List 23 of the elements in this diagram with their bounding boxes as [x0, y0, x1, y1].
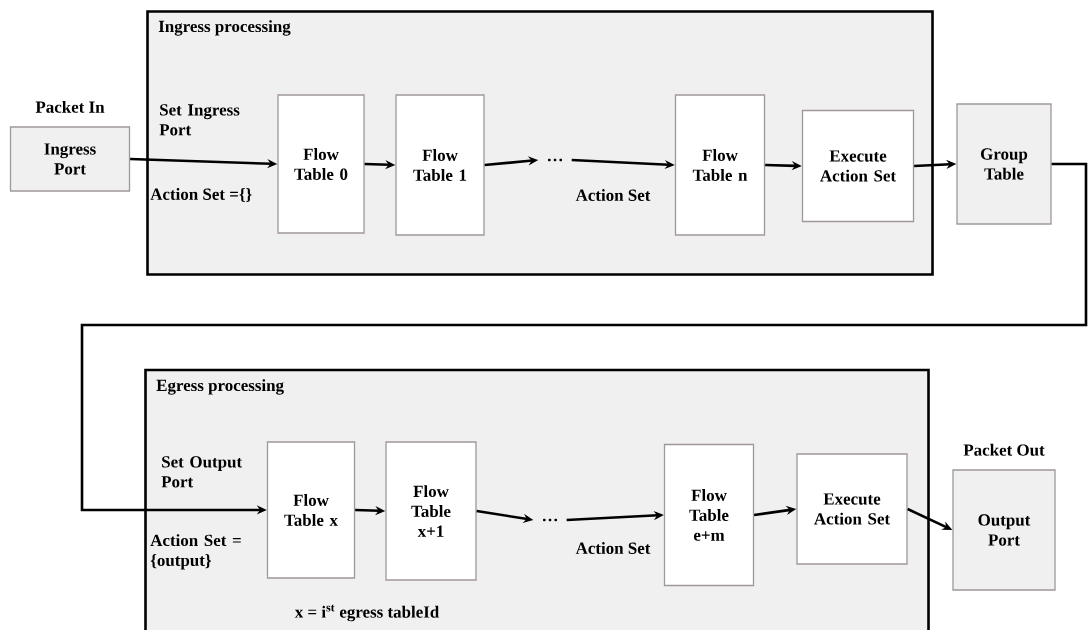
note-text: Set Output Port: [161, 456, 243, 488]
ellipsis: …: [547, 158, 563, 162]
note-text: x = i$^{st}$ egress tableId: [294, 604, 440, 622]
table-box: Flow Table n: [674, 94, 766, 236]
port-box: Output Port: [952, 469, 1056, 591]
table-box: Execute Action Set: [796, 453, 908, 565]
table-box: Execute Action Set: [801, 109, 915, 223]
table-box: Flow Table x: [266, 441, 356, 579]
table-box: Flow Table 0: [277, 94, 365, 234]
port-box: Ingress Port: [9, 126, 131, 192]
caption-text: Packet In: [35, 100, 105, 113]
note-text: Action Set = {output}: [150, 534, 241, 570]
caption-text: Packet Out: [963, 443, 1045, 456]
note-text: Set Ingress Port: [159, 104, 240, 136]
port-box: Group Table: [956, 103, 1052, 225]
table-box: Flow Table x+1: [385, 441, 477, 581]
note-text: Action Set ={}: [150, 188, 252, 202]
panel-heading: Ingress processing: [158, 20, 291, 36]
ellipsis: …: [542, 518, 558, 522]
note-text: Action Set: [575, 189, 651, 201]
table-box: Flow Table 1: [395, 94, 485, 236]
panel-heading: Egress processing: [156, 379, 284, 395]
table-box: Flow Table e+m: [663, 443, 755, 587]
